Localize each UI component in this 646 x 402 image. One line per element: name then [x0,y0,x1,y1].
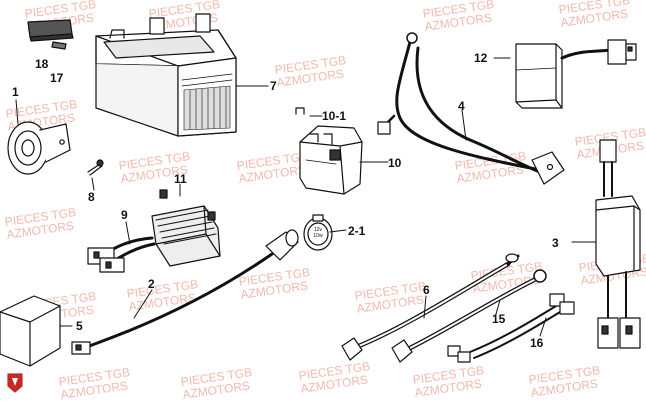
leader-lines [15,57,597,337]
part-8-screw [87,159,104,176]
part-2-1-flasher [303,214,333,251]
part-label-17: 17 [50,71,64,85]
part-label-8: 8 [88,190,95,204]
part-label-1: 1 [12,85,19,99]
part-6-cable [341,253,520,361]
part-2-harness [71,229,299,355]
part-12-relay [515,39,637,109]
part-4-harness [377,32,565,185]
part-label-2: 2 [148,277,155,291]
part-5-block [0,295,61,367]
part-label-15: 15 [492,312,506,326]
part-label-11: 11 [174,172,187,186]
part-label-12: 12 [474,51,488,65]
part-15-cable [391,269,547,363]
part-label-9: 9 [121,208,128,222]
part-label-3: 3 [552,236,559,250]
part-18-pad [27,19,74,42]
part-11-regulator [87,189,221,273]
part-label-10: 10 [388,156,402,170]
part-label-18: 18 [35,57,49,71]
part-label-2-1: 2-1 [348,224,366,238]
part-label-5: 5 [76,319,83,333]
part-label-16: 16 [530,336,544,350]
part-1-horn [7,121,71,175]
part-16-cable [447,293,575,363]
part-17-fuse [51,41,67,50]
part-label-6: 6 [423,283,430,297]
part-label-4: 4 [458,99,465,113]
part-3-cdi [595,139,641,349]
azmotors-shield-logo [7,373,23,393]
part-label-10-1: 10-1 [322,109,347,123]
part-label-7: 7 [270,79,277,93]
part-10-relay [295,107,363,195]
part-7-battery [95,13,237,137]
